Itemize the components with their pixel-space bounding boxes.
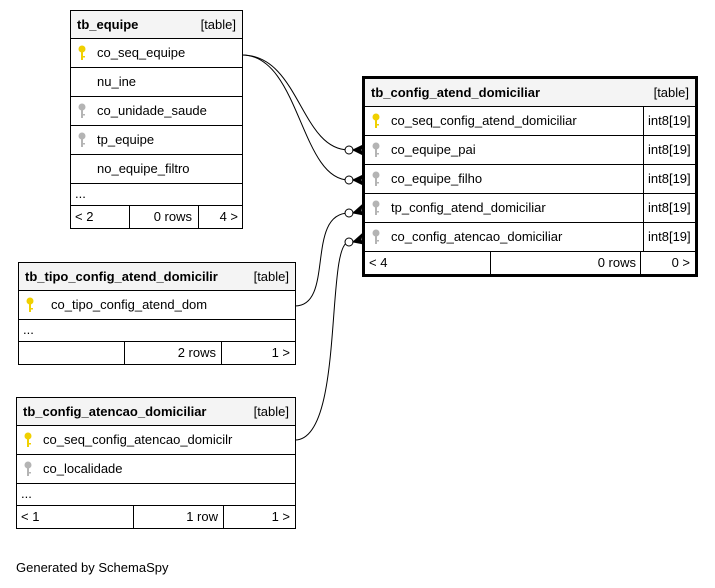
edge-end-circle bbox=[344, 208, 354, 218]
column-name: co_equipe_pai bbox=[391, 142, 476, 157]
column-name: tp_config_atend_domiciliar bbox=[391, 200, 546, 215]
column-type: int8[19] bbox=[643, 136, 695, 164]
column-row[interactable]: nu_ine bbox=[71, 68, 242, 97]
table-name[interactable]: tb_tipo_config_atend_domicilir bbox=[25, 269, 218, 284]
edge-tipo-config-to-tp-config bbox=[294, 212, 350, 307]
more-columns: ... bbox=[17, 484, 295, 506]
more-columns: ... bbox=[19, 320, 295, 342]
table-type: [table] bbox=[653, 85, 689, 100]
column-row[interactable]: no_equipe_filtro bbox=[71, 155, 242, 184]
column-name: no_equipe_filtro bbox=[97, 161, 190, 176]
foreign-key-icon bbox=[371, 171, 381, 187]
column-name: co_seq_equipe bbox=[97, 45, 186, 60]
column-row[interactable]: co_localidade bbox=[17, 455, 295, 484]
table-footer: < 1 1 row 1 > bbox=[17, 506, 295, 528]
crowfoot-arrow bbox=[351, 203, 366, 216]
column-name: co_seq_config_atencao_domicilr bbox=[43, 432, 233, 447]
column-name: co_seq_config_atend_domiciliar bbox=[391, 113, 577, 128]
column-row[interactable]: co_config_atencao_domiciliar int8[19] bbox=[365, 223, 695, 252]
row-count: 0 rows bbox=[153, 209, 192, 224]
edge-equipe-to-equipe-pai bbox=[241, 54, 350, 151]
primary-key-icon bbox=[23, 432, 33, 448]
table-tb-config-atencao-domiciliar[interactable]: tb_config_atencao_domiciliar [table] co_… bbox=[16, 397, 296, 529]
foreign-key-icon bbox=[23, 461, 33, 477]
edge-end-circle bbox=[344, 145, 354, 155]
foreign-key-icon bbox=[371, 200, 381, 216]
parents-link[interactable]: < 4 bbox=[369, 255, 388, 270]
row-count: 2 rows bbox=[177, 345, 216, 360]
children-link[interactable]: 0 > bbox=[671, 255, 690, 270]
column-name: nu_ine bbox=[97, 74, 137, 89]
foreign-key-icon bbox=[77, 132, 87, 148]
column-row[interactable]: co_tipo_config_atend_dom bbox=[19, 291, 295, 320]
row-count: 0 rows bbox=[597, 255, 636, 270]
crowfoot-arrow bbox=[351, 143, 364, 157]
column-row[interactable]: co_seq_config_atend_domiciliar int8[19] bbox=[365, 107, 695, 136]
column-row[interactable]: co_equipe_filho int8[19] bbox=[365, 165, 695, 194]
table-tb-tipo-config-atend-domicilir[interactable]: tb_tipo_config_atend_domicilir [table] c… bbox=[18, 262, 296, 365]
column-row[interactable]: tp_config_atend_domiciliar int8[19] bbox=[365, 194, 695, 223]
foreign-key-icon bbox=[371, 229, 381, 245]
more-columns: ... bbox=[71, 184, 242, 206]
parents-link[interactable]: < 1 bbox=[21, 509, 40, 524]
crowfoot-arrow bbox=[351, 173, 364, 187]
parents-link[interactable]: < 2 bbox=[75, 209, 94, 224]
children-link[interactable]: 4 > bbox=[219, 209, 238, 224]
table-footer: 2 rows 1 > bbox=[19, 342, 295, 364]
column-name: co_localidade bbox=[43, 461, 123, 476]
generator-credit: Generated by SchemaSpy bbox=[16, 560, 169, 575]
column-name: co_config_atencao_domiciliar bbox=[391, 229, 563, 244]
table-type: [table] bbox=[253, 269, 289, 284]
edge-end-circle bbox=[344, 237, 354, 247]
foreign-key-icon bbox=[77, 103, 87, 119]
table-header: tb_tipo_config_atend_domicilir [table] bbox=[19, 263, 295, 291]
edge-config-atencao-to-co-config bbox=[294, 241, 350, 441]
table-header: tb_config_atend_domiciliar [table] bbox=[365, 79, 695, 107]
column-row[interactable]: co_unidade_saude bbox=[71, 97, 242, 126]
column-name: co_equipe_filho bbox=[391, 171, 483, 186]
crowfoot-arrow bbox=[351, 232, 366, 245]
column-name: tp_equipe bbox=[97, 132, 155, 147]
table-name[interactable]: tb_config_atend_domiciliar bbox=[371, 85, 541, 100]
table-header: tb_config_atencao_domiciliar [table] bbox=[17, 398, 295, 426]
table-header: tb_equipe [table] bbox=[71, 11, 242, 39]
column-row[interactable]: co_seq_equipe bbox=[71, 39, 242, 68]
edge-end-circle bbox=[344, 175, 354, 185]
primary-key-icon bbox=[25, 297, 35, 313]
table-name[interactable]: tb_config_atencao_domiciliar bbox=[23, 404, 207, 419]
primary-key-icon bbox=[77, 45, 87, 61]
column-type: int8[19] bbox=[643, 223, 695, 251]
row-count: 1 row bbox=[186, 509, 218, 524]
table-type: [table] bbox=[253, 404, 289, 419]
column-row[interactable]: co_seq_config_atencao_domicilr bbox=[17, 426, 295, 455]
table-name[interactable]: tb_equipe bbox=[77, 17, 139, 32]
column-type: int8[19] bbox=[643, 194, 695, 222]
column-name: co_tipo_config_atend_dom bbox=[51, 297, 208, 312]
column-type: int8[19] bbox=[643, 165, 695, 193]
primary-key-icon bbox=[371, 113, 381, 129]
foreign-key-icon bbox=[371, 142, 381, 158]
column-row[interactable]: co_equipe_pai int8[19] bbox=[365, 136, 695, 165]
table-tb-equipe[interactable]: tb_equipe [table] co_seq_equipe nu_ine co_… bbox=[70, 10, 243, 229]
table-type: [table] bbox=[200, 17, 236, 32]
column-name: co_unidade_saude bbox=[97, 103, 207, 118]
column-type: int8[19] bbox=[643, 107, 695, 135]
children-link[interactable]: 1 > bbox=[271, 509, 290, 524]
children-link[interactable]: 1 > bbox=[271, 345, 290, 360]
table-footer: < 4 0 rows 0 > bbox=[365, 252, 695, 274]
edge-equipe-to-equipe-filho bbox=[241, 54, 350, 181]
table-tb-config-atend-domiciliar[interactable]: tb_config_atend_domiciliar [table] co_se… bbox=[362, 76, 698, 277]
column-row[interactable]: tp_equipe bbox=[71, 126, 242, 155]
table-footer: < 2 0 rows 4 > bbox=[71, 206, 242, 228]
